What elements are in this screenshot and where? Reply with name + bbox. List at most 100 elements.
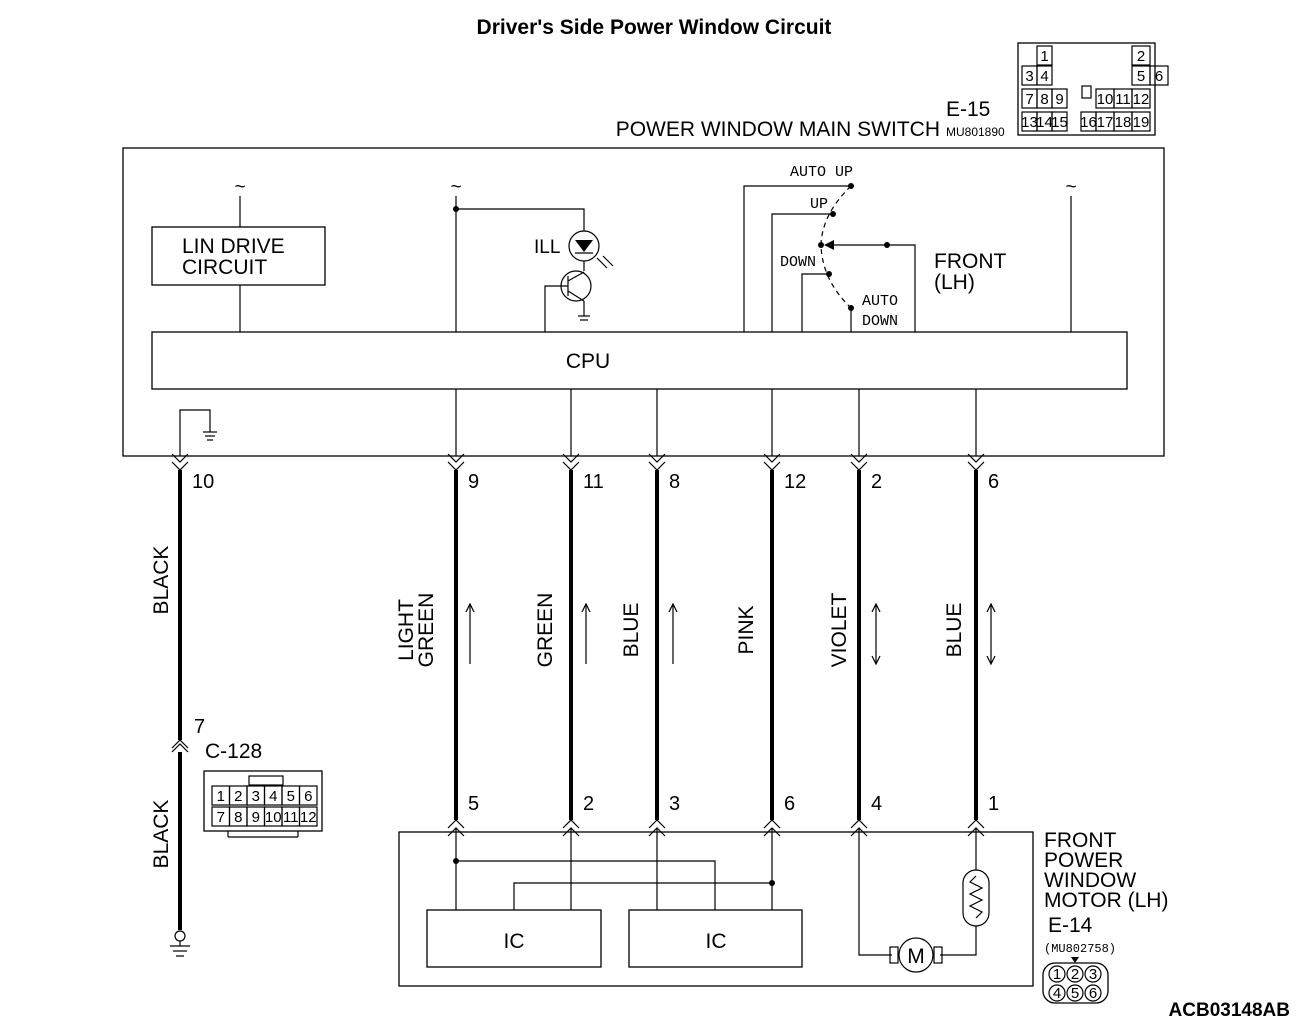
pin-10-label: 10 — [192, 471, 214, 493]
wire-9-direction-arrow-icon — [465, 602, 475, 664]
e15-pin-1: 1 — [1036, 45, 1053, 66]
e14-part-number: (MU802758) — [1044, 942, 1116, 956]
wire-6-color-label: BLUE — [943, 603, 966, 658]
motor-pin-1-label: 1 — [988, 793, 999, 815]
auto-up-label: AUTO UP — [790, 164, 853, 181]
motor-internal-wiring — [453, 832, 977, 956]
c128-pin-7: 7 — [211, 806, 231, 827]
cpu-label: CPU — [566, 350, 610, 373]
auto-down-label-1: AUTO — [862, 293, 898, 310]
thermistor-icon — [962, 869, 990, 927]
e15-part-number: MU801890 — [946, 125, 1005, 139]
figure-code: ACB03148AB — [1169, 1000, 1290, 1021]
c128-pin-6: 6 — [298, 785, 318, 806]
svg-text:19: 19 — [1133, 114, 1150, 131]
ground-wire-color-upper: BLACK — [150, 546, 173, 615]
e14-pin-3: 3 — [1084, 965, 1102, 983]
power-supply-lines: ~ ~ ~ — [234, 177, 1077, 332]
wire-11-color-label: GREEN — [534, 593, 557, 668]
svg-text:16: 16 — [1080, 114, 1097, 131]
svg-text:6: 6 — [1155, 68, 1163, 85]
ground-wire — [170, 453, 190, 957]
wire-8-color-label: BLUE — [620, 603, 643, 658]
svg-text:11: 11 — [283, 809, 299, 826]
cpu-output-lines — [455, 389, 977, 456]
transistor-icon — [544, 270, 592, 332]
svg-text:~: ~ — [450, 177, 461, 198]
c128-pin-11: 11 — [281, 806, 301, 827]
wire-9-color-label: GREEN — [415, 593, 438, 668]
e15-pin-2: 2 — [1131, 45, 1151, 66]
svg-text:2: 2 — [234, 788, 242, 805]
svg-text:14: 14 — [1036, 114, 1053, 131]
svg-text:7: 7 — [1025, 91, 1033, 108]
motor-ic-2-box — [628, 909, 803, 968]
lin-drive-label-1: LIN DRIVE — [182, 235, 285, 258]
svg-text:6: 6 — [1089, 985, 1097, 1002]
svg-text:9: 9 — [252, 809, 260, 826]
window-switch-icon — [743, 183, 916, 332]
motor-pin-5-label: 5 — [468, 793, 479, 815]
c128-pin-2: 2 — [228, 785, 248, 806]
svg-text:7: 7 — [217, 809, 225, 826]
svg-text:10: 10 — [265, 809, 282, 826]
e15-pin-8: 8 — [1036, 88, 1053, 109]
e15-pin-12: 12 — [1131, 88, 1151, 109]
switch-pin-9-label: 9 — [468, 471, 479, 493]
svg-text:10: 10 — [1097, 91, 1114, 108]
motor-box — [398, 831, 1034, 987]
motor-ic-1-label: IC — [504, 930, 525, 953]
e15-pin-16: 16 — [1080, 111, 1097, 132]
switch-pin-2-label: 2 — [871, 471, 882, 493]
wire-2-direction-arrow-icon — [871, 602, 881, 666]
motor-name-1: FRONT — [1044, 829, 1116, 852]
motor-name-3: WINDOW — [1044, 869, 1136, 892]
svg-text:2: 2 — [1071, 966, 1079, 983]
motor-symbol-label: M — [907, 945, 925, 968]
svg-text:3: 3 — [252, 788, 260, 805]
svg-text:3: 3 — [1025, 68, 1033, 85]
c128-pin-10: 10 — [263, 806, 283, 827]
svg-text:~: ~ — [234, 177, 245, 198]
diagram-title: Driver's Side Power Window Circuit — [477, 16, 832, 39]
switch-pin-6-label: 6 — [988, 471, 999, 493]
svg-text:5: 5 — [1071, 985, 1079, 1002]
e14-pin-6: 6 — [1084, 984, 1102, 1002]
c128-pin-3: 3 — [246, 785, 266, 806]
svg-text:~: ~ — [1065, 177, 1076, 198]
e15-pin-9: 9 — [1051, 88, 1068, 109]
svg-text:9: 9 — [1055, 91, 1063, 108]
svg-text:5: 5 — [287, 788, 295, 805]
svg-text:5: 5 — [1137, 68, 1145, 85]
svg-text:8: 8 — [234, 809, 242, 826]
svg-text:12: 12 — [300, 809, 317, 826]
front-lh-label-2: (LH) — [934, 271, 975, 294]
e15-pin-4: 4 — [1036, 65, 1053, 86]
svg-text:4: 4 — [1040, 68, 1048, 85]
e15-pin-19: 19 — [1131, 111, 1151, 132]
switch-pin-12-label: 12 — [784, 471, 806, 493]
e15-pin-3: 3 — [1021, 65, 1038, 86]
c128-pin-9: 9 — [246, 806, 266, 827]
e14-connector-id: E-14 — [1048, 914, 1093, 937]
harness-wires: 95LIGHTGREEN112GREEN83BLUE126PINK24VIOLE… — [395, 453, 999, 837]
e15-pin-6: 6 — [1149, 65, 1169, 86]
svg-text:3: 3 — [1089, 966, 1097, 983]
svg-text:15: 15 — [1051, 114, 1068, 131]
ground-wire-color-lower: BLACK — [150, 800, 173, 869]
switch-pin-8-label: 8 — [669, 471, 680, 493]
svg-text:2: 2 — [1137, 48, 1145, 65]
svg-text:1: 1 — [217, 788, 225, 805]
motor-pin-4-label: 4 — [871, 793, 882, 815]
e15-pin-17: 17 — [1095, 111, 1115, 132]
svg-text:1: 1 — [1053, 966, 1061, 983]
motor-icon — [889, 937, 943, 973]
c128-pin-1: 1 — [211, 785, 231, 806]
svg-text:13: 13 — [1021, 114, 1038, 131]
motor-pin-6-label: 6 — [784, 793, 795, 815]
switch-pin-11-label: 11 — [583, 471, 604, 493]
